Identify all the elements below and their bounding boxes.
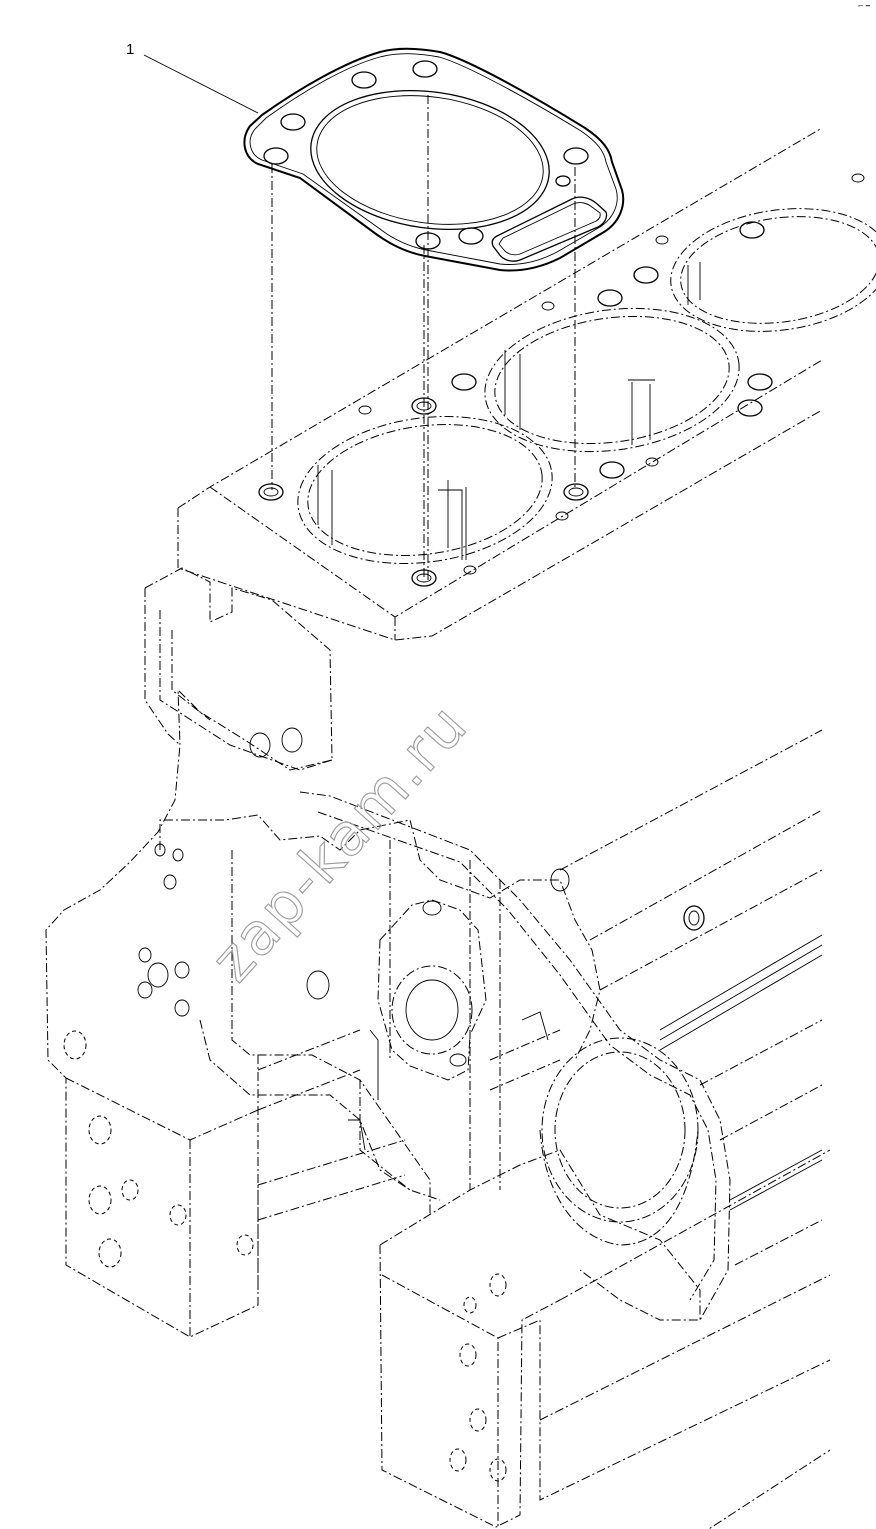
watermark: zap-kam.ru [197,690,481,995]
alignment-lines [271,95,576,580]
gasket-bore [310,89,550,231]
gasket-outline [243,47,625,272]
gasket-bolt-holes [263,60,589,250]
gasket-inner-outline [249,53,618,265]
gasket-coolant-slot [491,196,608,262]
gasket-bore-ring [316,95,544,225]
block-crank-bore [539,1037,699,1246]
callout-label: 1 [126,41,134,58]
block-details [249,727,570,1151]
block-rear-holes [449,1273,507,1482]
block-side-rails [559,729,823,1266]
block-mid-housing [159,814,601,1061]
engine-block [45,127,876,1529]
block-deck-top [177,127,823,509]
corner-mark: ⌐ ━ [857,2,870,10]
block-bores [297,208,876,564]
block-rear-skirt [379,1149,701,1320]
gasket[interactable] [243,47,625,272]
block-front-holes [63,843,254,1268]
svg-text:zap-kam.ru: zap-kam.ru [198,691,481,995]
block-front-face [45,567,333,1338]
block-deck-holes [258,173,865,587]
block-web-brace [299,791,731,1321]
block-cross-rails [257,840,561,1221]
callout-1: 1 [126,41,259,114]
